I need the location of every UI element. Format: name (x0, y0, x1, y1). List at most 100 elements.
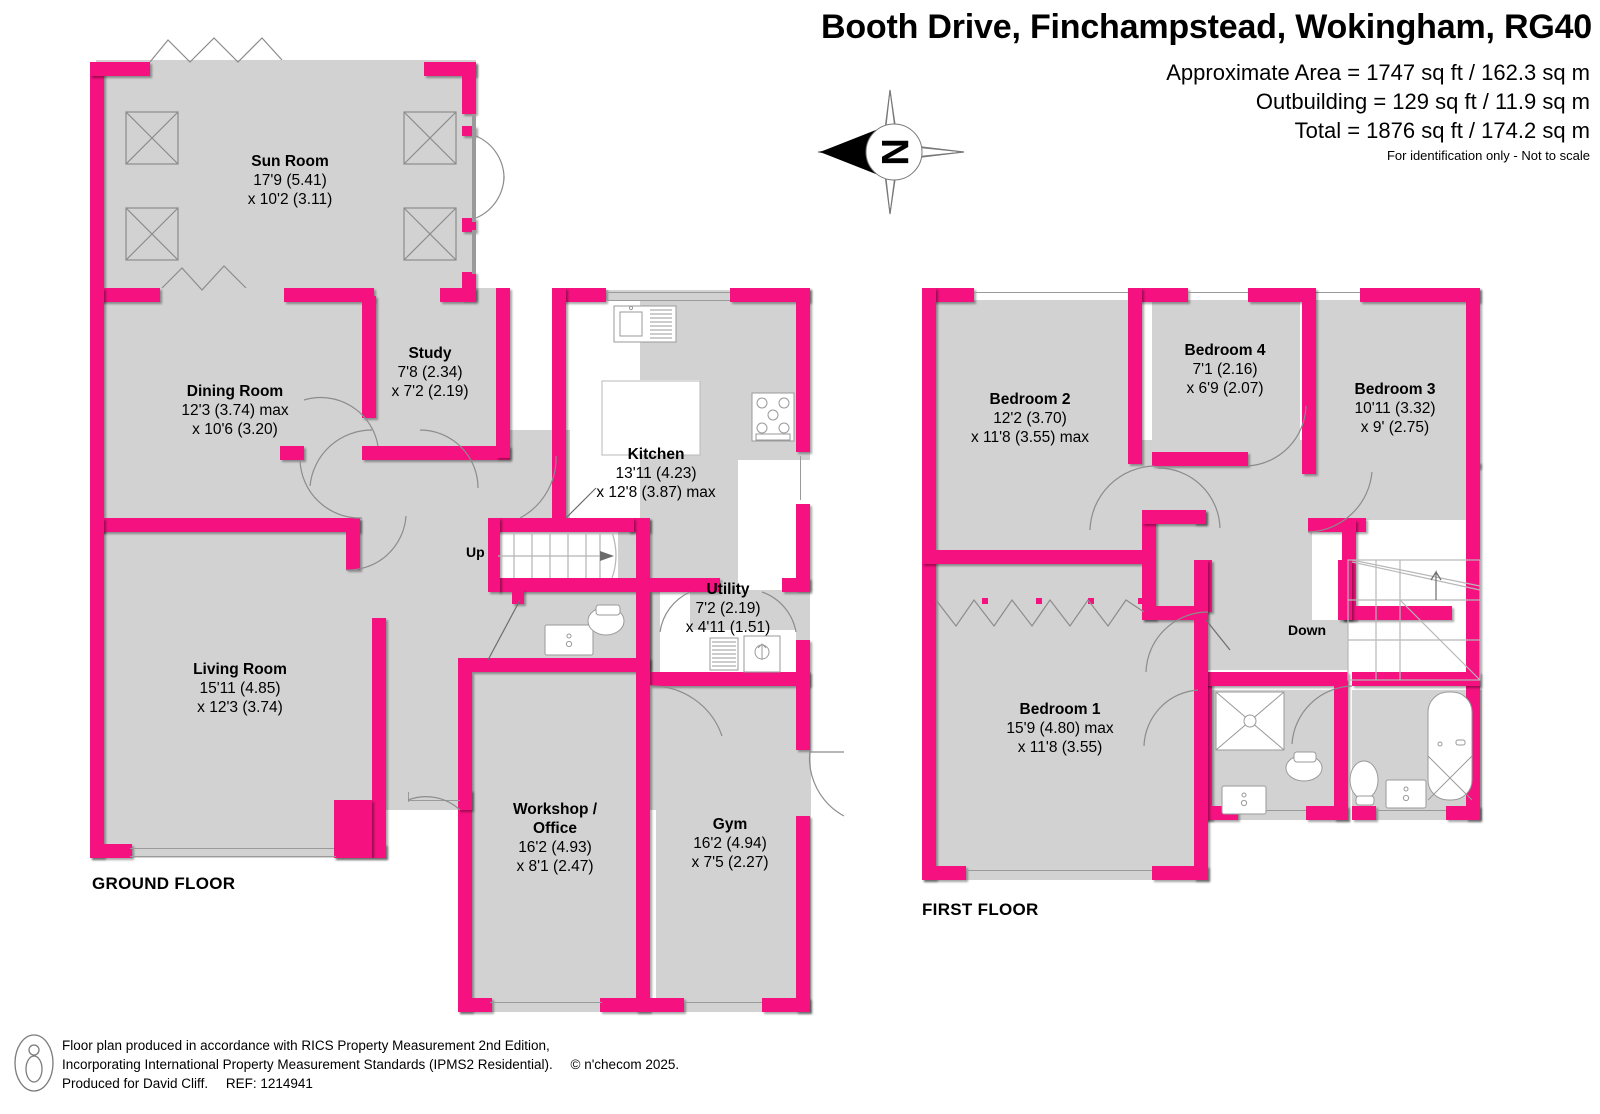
room-dim-1: 16'2 (4.94) (693, 835, 767, 852)
wall-sunroom-right-upper (462, 62, 476, 114)
wall-living-right (372, 618, 386, 858)
room-label-sunroom: Sun Room 17'9 (5.41) x 10'2 (3.11) (190, 152, 390, 209)
window-bed4-top (1188, 292, 1248, 293)
eaves-marker-3 (1036, 598, 1042, 604)
outbuilding-area-text: Outbuilding = 129 sq ft / 11.9 sq m (1255, 89, 1590, 114)
wall-dining-right (362, 296, 376, 418)
wall-sunroom-bottom-left (90, 288, 160, 302)
eaves-marker-5 (1138, 598, 1144, 604)
wall-dining-left (90, 288, 104, 532)
wall-workshop-bottom-right (600, 998, 650, 1012)
ground-floor-plan: Sun Room 17'9 (5.41) x 10'2 (3.11) Dinin… (90, 37, 845, 1012)
room-dim-2: x 12'3 (3.74) (197, 699, 283, 716)
kitchen-window-top-b (606, 300, 730, 301)
disclaimer-text: For identification only - Not to scale (1386, 148, 1590, 163)
approximate-area-text: Approximate Area = 1747 sq ft / 162.3 sq… (1166, 60, 1590, 85)
kitchen-window-top (606, 292, 730, 293)
room-dim-2: x 6'9 (2.07) (1186, 380, 1264, 397)
wall-bed4-bottom (1152, 452, 1248, 466)
wall-dining-bottom (90, 518, 360, 532)
living-window-bottom (130, 848, 336, 849)
room-dim-2: x 11'8 (3.55) (1017, 739, 1103, 756)
compass-north-label: N (873, 138, 915, 165)
wall-ff-top-mid1 (1132, 288, 1188, 302)
wall-gym-bottom-left (650, 998, 684, 1012)
wall-kitchen-right-lower (796, 504, 810, 590)
room-label-living: Living Room 15'11 (4.85) x 12'3 (3.74) (130, 660, 350, 717)
stair-run-ground (498, 532, 618, 582)
total-area-text: Total = 1876 sq ft / 174.2 sq m (1294, 118, 1590, 143)
room-name: Sun Room (251, 153, 329, 170)
window-bed3-top (1308, 292, 1360, 293)
wall-gym-right-upper (796, 676, 810, 750)
wall-study-right (496, 288, 510, 458)
footer-line-2: Incorporating International Property Mea… (62, 1057, 553, 1072)
sunroom-glazing-right-b (472, 230, 476, 274)
wall-sunroom-right-mid (462, 126, 476, 136)
wall-gym-bottom-right (762, 998, 810, 1012)
wall-bathroom-top (1352, 672, 1480, 686)
room-dim-1: 15'9 (4.80) max (1006, 720, 1114, 737)
window-bathroom (1376, 810, 1446, 811)
wall-kitchen-top-right (730, 288, 810, 302)
window-bed2-top (974, 292, 1132, 293)
wall-wc-bottom (458, 658, 650, 672)
eaves-marker-4 (1088, 598, 1094, 604)
room-name-line2: Office (533, 820, 577, 837)
footer: Floor plan produced in accordance with R… (14, 1034, 774, 1104)
room-dim-1: 10'11 (3.32) (1354, 400, 1436, 417)
room-name: Utility (706, 581, 750, 598)
wall-bed2-bottom (922, 550, 1142, 564)
room-dim-2: x 12'8 (3.87) max (596, 484, 716, 501)
wall-workshop-bottom-left (458, 998, 492, 1012)
wall-stair-top (488, 518, 634, 532)
living-window-sill (130, 856, 336, 857)
room-label-gym: Gym 16'2 (4.94) x 7'5 (2.27) (640, 815, 820, 872)
room-dim-1: 12'3 (3.74) max (181, 402, 289, 419)
wall-sunroom-bottom-far (440, 288, 476, 302)
wall-sunroom-bottom-right (284, 288, 374, 302)
wall-wc-left-stub (512, 590, 524, 604)
room-dim-2: x 4'11 (1.51) (685, 619, 771, 636)
room-label-bedroom3: Bedroom 3 10'11 (3.32) x 9' (2.75) (1310, 380, 1480, 437)
wall-bed1-bottom-left (922, 866, 966, 880)
wall-kitchen-right-upper (796, 288, 810, 452)
wall-utility-top-right (782, 578, 810, 592)
stair-direction-up-label: Up (466, 544, 485, 560)
wall-ff-right-lower (1466, 462, 1480, 820)
room-dim-2: x 7'5 (2.27) (691, 854, 769, 871)
room-dim-2: x 7'2 (2.19) (391, 383, 469, 400)
wall-gym-right-lower (796, 816, 810, 1012)
wall-dining-bottom-stub (346, 518, 360, 570)
footer-copyright: © n'checom 2025. (570, 1057, 680, 1072)
wall-wc-right (636, 578, 650, 670)
room-dim-1: 12'2 (3.70) (993, 410, 1067, 427)
workshop-door-jamb-b (408, 792, 409, 802)
wall-study-bottom-right (362, 446, 510, 460)
wall-ff-right-upper (1466, 288, 1480, 468)
room-dim-2: x 10'2 (3.11) (247, 191, 333, 208)
room-label-workshop: Workshop / Office 16'2 (4.93) x 8'1 (2.4… (465, 800, 645, 876)
wall-stair-left (488, 518, 500, 592)
gym-window-bottom (684, 1002, 762, 1003)
wall-void-stub (1338, 560, 1352, 620)
window-ensuite (1238, 810, 1306, 811)
footer-text: Floor plan produced in accordance with R… (62, 1036, 679, 1093)
eaves-marker-1 (930, 598, 936, 604)
first-floor-plan: Bedroom 2 12'2 (3.70) x 11'8 (3.55) max … (900, 0, 1500, 960)
wall-ff-top-mid2 (1248, 288, 1308, 302)
wall-living-right-jog (334, 800, 372, 858)
wall-utility-top (650, 578, 720, 592)
room-label-bedroom1: Bedroom 1 15'9 (4.80) max x 11'8 (3.55) (950, 700, 1170, 757)
sunroom-glazing-right-a (472, 114, 476, 222)
room-dim-2: x 11'8 (3.55) max (970, 429, 1090, 446)
room-name: Study (408, 345, 452, 362)
footer-line-1: Floor plan produced in accordance with R… (62, 1038, 550, 1053)
wall-bathroom-bottom-left (1352, 806, 1376, 820)
room-dim-2: x 8'1 (2.47) (516, 858, 594, 875)
room-label-dining: Dining Room 12'3 (3.74) max x 10'6 (3.20… (120, 382, 350, 439)
room-name: Bedroom 2 (989, 391, 1071, 408)
room-name: Bedroom 4 (1184, 342, 1266, 359)
wall-cupboard-right-top (1194, 510, 1206, 524)
